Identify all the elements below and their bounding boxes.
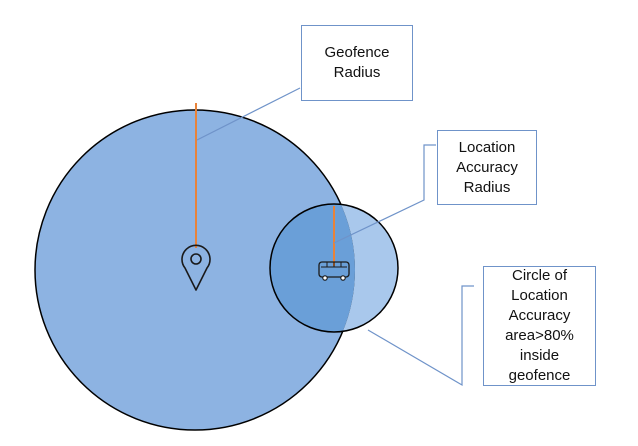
circle-label-line-4: area>80% (505, 327, 574, 344)
accuracy-circle-outline (269, 203, 399, 333)
location-accuracy-radius-label-line-2: Accuracy (456, 158, 518, 176)
location-accuracy-radius-label-line-3: Radius (463, 178, 511, 196)
accuracy-radius-callout-line (333, 144, 436, 244)
circle-of-location-accuracy-label: Circle of Location Accuracy area>80% ins… (483, 266, 596, 386)
accuracy-circle-callout-line (367, 285, 474, 387)
geofence-radius-label: Geofence Radius (301, 25, 413, 101)
geofence-radius-label-line-2: Radius (333, 64, 381, 81)
geofence-radius-label-line-1: Geofence (324, 44, 390, 61)
location-accuracy-radius-label: Location Accuracy Radius (437, 130, 537, 205)
accuracy-circle-inside-geofence (270, 204, 355, 332)
map-pin-icon (181, 244, 211, 291)
circle-label-line-5: inside (519, 347, 560, 364)
circle-label-line-1: Circle of (511, 267, 567, 284)
circle-label-line-2: Location (511, 287, 568, 304)
circle-label-line-6: geofence (508, 367, 571, 384)
bus-icon (318, 261, 350, 281)
location-accuracy-radius-label-line-1: Location (458, 138, 516, 156)
circle-label-line-3: Accuracy (508, 307, 571, 324)
geofence-radius-callout-line (196, 87, 301, 141)
